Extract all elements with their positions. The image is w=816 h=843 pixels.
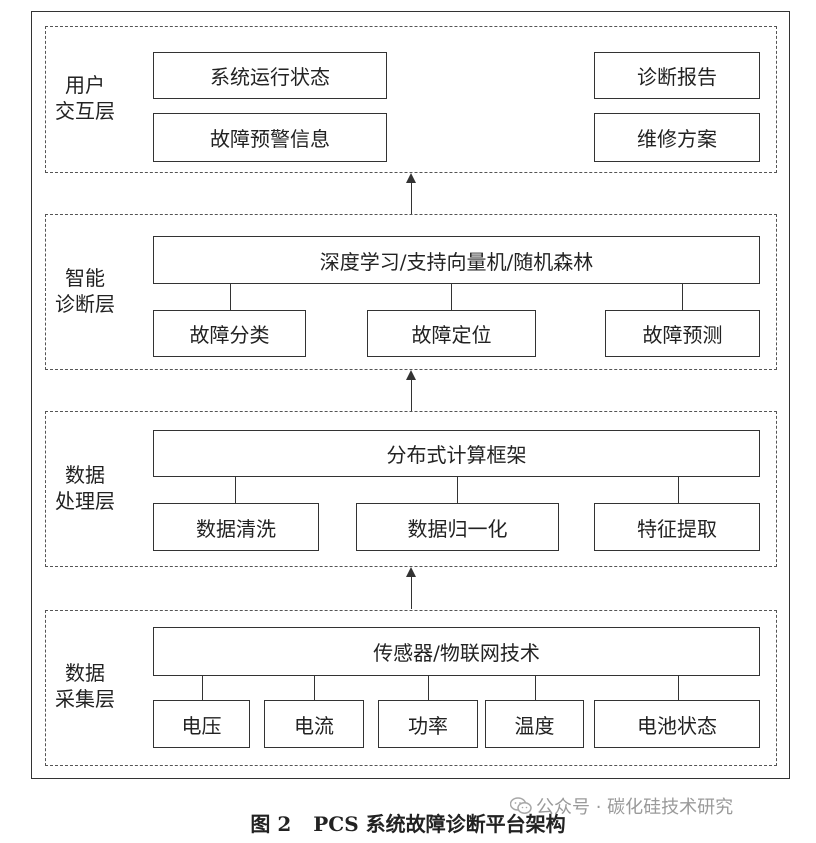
temperature-box: 温度: [485, 700, 584, 748]
feature-extraction-box: 特征提取: [594, 503, 760, 551]
connector: [235, 477, 236, 503]
sensor-iot-box: 传感器/物联网技术: [153, 627, 760, 676]
connector: [682, 284, 683, 310]
watermark: 公众号 · 碳化硅技术研究: [509, 793, 734, 819]
battery-status-box: 电池状态: [594, 700, 760, 748]
fault-classification-box: 故障分类: [153, 310, 306, 357]
figure-number: 图 2: [250, 812, 292, 836]
connector: [314, 676, 315, 700]
collection-layer-label: 数据 采集层: [55, 661, 115, 711]
data-cleaning-box: 数据清洗: [153, 503, 319, 551]
figure-title: PCS 系统故障诊断平台架构: [313, 812, 566, 836]
voltage-box: 电压: [153, 700, 250, 748]
current-box: 电流: [264, 700, 364, 748]
connector: [230, 284, 231, 310]
diagnosis-report-box: 诊断报告: [594, 52, 760, 99]
user-layer: [45, 26, 777, 173]
data-normalization-box: 数据归一化: [356, 503, 559, 551]
watermark-text: 公众号 · 碳化硅技术研究: [536, 797, 734, 818]
connector: [678, 676, 679, 700]
diagram-frame: [31, 11, 790, 779]
user-layer-label: 用户 交互层: [55, 73, 115, 123]
figure-caption: 图 2 PCS 系统故障诊断平台架构: [0, 808, 816, 837]
wechat-icon: [509, 797, 532, 815]
connector: [202, 676, 203, 700]
connector: [451, 284, 452, 310]
diagnosis-layer-label: 智能 诊断层: [55, 266, 115, 316]
connector: [457, 477, 458, 503]
connector: [535, 676, 536, 700]
system-status-box: 系统运行状态: [153, 52, 387, 99]
connector: [678, 477, 679, 503]
diagnosis-layer: [45, 214, 777, 370]
ml-methods-box: 深度学习/支持向量机/随机森林: [153, 236, 760, 284]
processing-layer: [45, 411, 777, 567]
power-box: 功率: [378, 700, 478, 748]
fault-location-box: 故障定位: [367, 310, 536, 357]
fault-prediction-box: 故障预测: [605, 310, 760, 357]
collection-layer: [45, 610, 777, 766]
fault-warning-box: 故障预警信息: [153, 113, 387, 162]
distributed-framework-box: 分布式计算框架: [153, 430, 760, 477]
connector: [428, 676, 429, 700]
processing-layer-label: 数据 处理层: [55, 463, 115, 513]
repair-plan-box: 维修方案: [594, 113, 760, 162]
